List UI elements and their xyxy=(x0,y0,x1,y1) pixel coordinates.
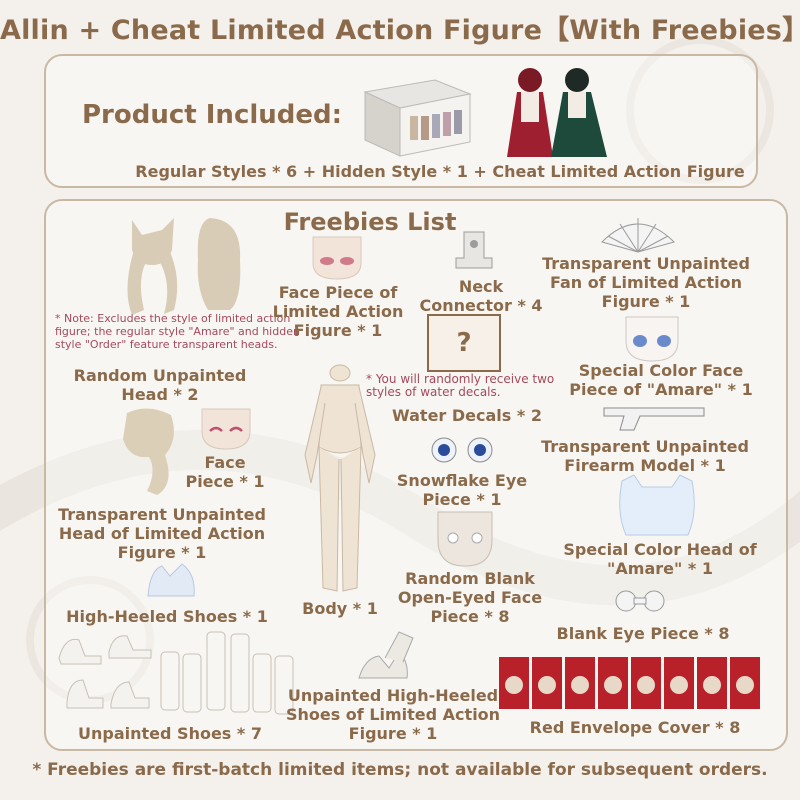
label-snowflake: Snowflake Eye Piece * 1 xyxy=(396,471,528,509)
label-red-envelope: Red Envelope Cover * 8 xyxy=(529,718,741,737)
label-neck: Neck Connector * 4 xyxy=(419,277,543,315)
red-envelope-image xyxy=(499,657,760,709)
firearm-image xyxy=(603,407,705,431)
neck-connector-image xyxy=(455,231,493,269)
high-heeled-shoes-image xyxy=(147,563,195,597)
special-head-image xyxy=(619,474,695,536)
label-unpainted-heels: Unpainted High-Heeled Shoes of Limited A… xyxy=(285,686,501,743)
label-special-face: Special Color Face Piece of "Amare" * 1 xyxy=(569,361,753,399)
label-face-limited: Face Piece of Limited Action Figure * 1 xyxy=(272,283,404,340)
fan-image xyxy=(601,218,675,253)
transparent-head-image xyxy=(123,408,174,495)
footer-note: * Freebies are first-batch limited items… xyxy=(32,760,768,780)
label-firearm: Transparent Unpainted Firearm Model * 1 xyxy=(541,437,749,475)
face-limited-image xyxy=(312,236,362,280)
label-transparent-head: Transparent Unpainted Head of Limited Ac… xyxy=(58,505,266,562)
product-included-heading: Product Included: xyxy=(82,100,343,130)
water-decals-placeholder: ? xyxy=(427,314,501,372)
label-special-head: Special Color Head of "Amare" * 1 xyxy=(563,540,757,578)
label-high-heeled: High-Heeled Shoes * 1 xyxy=(66,607,268,626)
label-fan: Transparent Unpainted Fan of Limited Act… xyxy=(542,254,750,311)
unpainted-heads-image xyxy=(127,218,241,315)
decal-note: * You will randomly receive two styles o… xyxy=(366,372,555,399)
unpainted-heels-image xyxy=(358,631,414,679)
special-face-image xyxy=(625,316,679,362)
label-body: Body * 1 xyxy=(302,599,378,618)
label-water-decals: Water Decals * 2 xyxy=(392,406,542,425)
label-blank-eye: Blank Eye Piece * 8 xyxy=(556,624,730,643)
body-image xyxy=(304,364,376,592)
product-included-summary: Regular Styles * 6 + Hidden Style * 1 + … xyxy=(135,162,745,181)
snowflake-eye-image xyxy=(431,437,493,463)
blank-face-image xyxy=(437,511,493,567)
blind-box-image xyxy=(363,79,472,157)
label-blank-face: Random Blank Open-Eyed Face Piece * 8 xyxy=(397,569,543,626)
heads-note: * Note: Excludes the style of limited ac… xyxy=(55,312,300,351)
label-face-piece: Face Piece * 1 xyxy=(185,453,265,491)
unpainted-shoes-image xyxy=(58,631,294,715)
label-unpainted-shoes: Unpainted Shoes * 7 xyxy=(78,724,262,743)
page-title: Allin + Cheat Limited Action Figure【With… xyxy=(0,15,800,46)
blank-eye-image xyxy=(615,590,665,612)
label-random-head: Random Unpainted Head * 2 xyxy=(73,366,247,404)
face-piece-image xyxy=(201,408,251,450)
freebies-heading: Freebies List xyxy=(283,208,457,236)
limited-figures-image xyxy=(507,68,607,157)
